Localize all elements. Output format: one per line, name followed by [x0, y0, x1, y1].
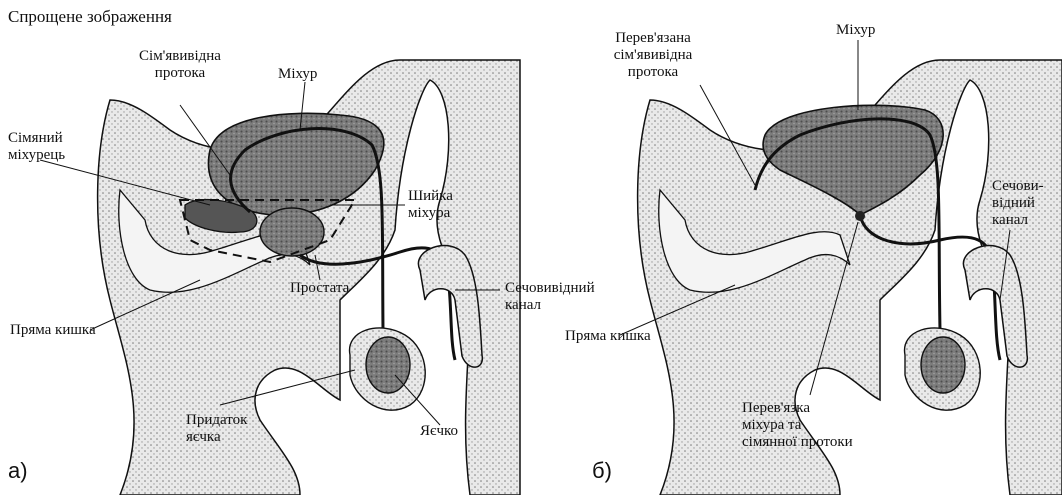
panel-a-prostate [260, 208, 324, 256]
label-a-rectum: Пряма кишка [10, 322, 96, 339]
label-a-neck-line2: міхура [408, 205, 453, 222]
panel-b-ligation-knot [855, 211, 865, 221]
label-a-prostate: Простата [290, 280, 349, 297]
label-a-seminal-line1: Сімяний [8, 130, 65, 147]
label-b-urethra-line2: відний [992, 195, 1044, 212]
label-b-urethra: Сечови- відний канал [992, 178, 1044, 229]
label-a-bladder: Міхур [278, 66, 317, 83]
label-a-urethra-line1: Сечовивідний [505, 280, 595, 297]
label-b-bladder: Міхур [836, 22, 875, 39]
label-a-vas-deferens: Сім'явивідна протока [120, 48, 240, 82]
label-a-testicle: Яєчко [420, 423, 458, 440]
label-b-ligation: Перев'язка міхура та сімянної протоки [742, 400, 853, 451]
label-b-ligated-line1: Перев'язана [598, 30, 708, 47]
label-a-vas-line1: Сім'явивідна [120, 48, 240, 65]
label-a-vas-line2: протока [120, 65, 240, 82]
label-a-seminal-vesicle: Сімяний міхурець [8, 130, 65, 164]
label-b-ligation-line3: сімянної протоки [742, 434, 853, 451]
panel-b-testicle [921, 337, 965, 393]
panel-a-letter: а) [8, 462, 28, 479]
label-b-ligation-line2: міхура та [742, 417, 853, 434]
label-a-urethra-line2: канал [505, 297, 595, 314]
label-b-ligation-line1: Перев'язка [742, 400, 853, 417]
label-a-epididymis-line2: яєчка [186, 429, 247, 446]
label-b-urethra-line3: канал [992, 212, 1044, 229]
label-b-ligated-line2: сім'явивідна [598, 47, 708, 64]
label-a-epididymis: Придаток яєчка [186, 412, 247, 446]
label-a-seminal-line2: міхурець [8, 147, 65, 164]
label-a-neck-line1: Шийка [408, 188, 453, 205]
label-b-ligated-vas: Перев'язана сім'явивідна протока [598, 30, 708, 81]
diagram-title: Спрощене зображення [8, 8, 172, 25]
panel-b-letter: б) [592, 462, 612, 479]
label-b-rectum: Пряма кишка [565, 328, 651, 345]
label-a-bladder-neck: Шийка міхура [408, 188, 453, 222]
label-b-urethra-line1: Сечови- [992, 178, 1044, 195]
label-a-urethra: Сечовивідний канал [505, 280, 595, 314]
label-a-epididymis-line1: Придаток [186, 412, 247, 429]
label-b-ligated-line3: протока [598, 64, 708, 81]
